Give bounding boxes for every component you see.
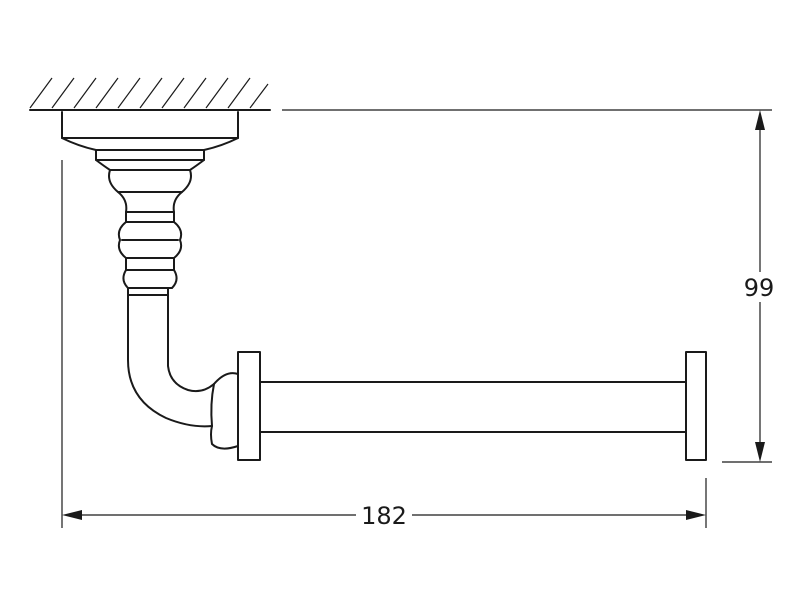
height-dimension: 99 bbox=[744, 110, 775, 462]
mounting-base bbox=[61, 111, 239, 171]
wall-hatching bbox=[29, 77, 269, 109]
extension-lines bbox=[61, 109, 772, 528]
curved-arm bbox=[127, 287, 215, 428]
wall-surface bbox=[29, 77, 271, 111]
turned-neck bbox=[108, 169, 192, 289]
arrow-right-icon bbox=[686, 510, 706, 520]
arrow-left-icon bbox=[62, 510, 82, 520]
roll-bar bbox=[237, 351, 707, 461]
arm-collar bbox=[210, 372, 239, 450]
left-end-cap bbox=[237, 351, 261, 461]
width-dimension: 182 bbox=[62, 502, 706, 530]
right-end-cap bbox=[685, 351, 707, 461]
arrow-up-icon bbox=[755, 110, 765, 130]
height-label: 99 bbox=[744, 274, 775, 302]
width-label: 182 bbox=[361, 502, 407, 530]
arrow-down-icon bbox=[755, 442, 765, 462]
